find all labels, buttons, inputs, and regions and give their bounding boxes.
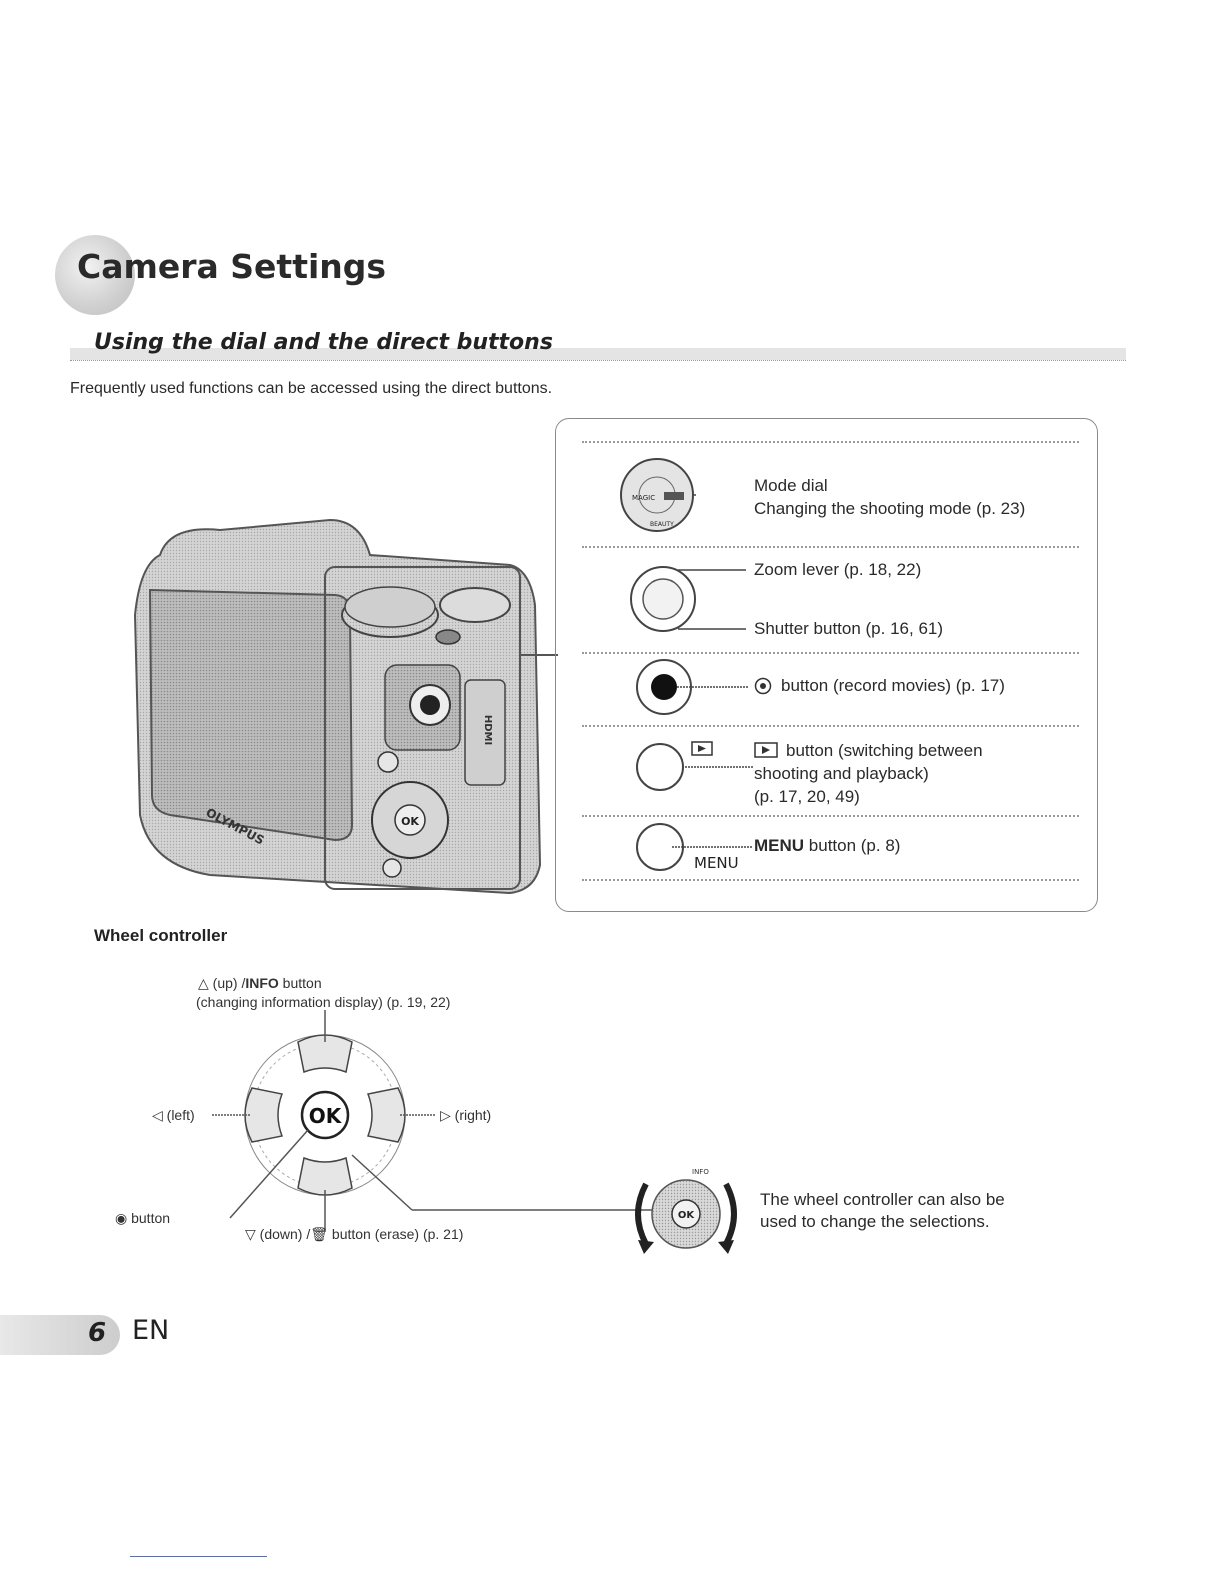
- playback-button: [377, 751, 399, 773]
- wheel-left-label: ◁ (left): [152, 1107, 195, 1123]
- playback-label-line2: shooting and playback): [754, 764, 929, 783]
- mode-dial-icon: MAGIC BEAUTY: [620, 458, 696, 532]
- wheel-controller-diagram: OK: [212, 1010, 660, 1232]
- menu-label-rest: button (p. 8): [804, 836, 901, 855]
- wheel-up-description: (changing information display) (p. 19, 2…: [196, 994, 451, 1010]
- svg-text:OK: OK: [678, 1210, 696, 1221]
- playback-button-icon: [636, 741, 754, 791]
- mode-dial-label: Mode dial: [754, 476, 828, 495]
- wheel-right-label: ▷ (right): [440, 1107, 492, 1123]
- highlight-box: [324, 566, 521, 890]
- shutter-button-label: Shutter button (p. 16, 61): [754, 619, 944, 638]
- movie-record-symbol-icon: [754, 677, 772, 695]
- left-triangle-icon: ◁: [152, 1107, 167, 1123]
- playback-label-line1: button (switching between: [786, 741, 983, 760]
- right-triangle-icon: ▷: [440, 1107, 455, 1123]
- wheel-note-line2: used to change the selections.: [760, 1212, 990, 1231]
- wheel-note-line1: The wheel controller can also be: [760, 1190, 1005, 1209]
- footer-rule: [130, 1556, 267, 1557]
- menu-button: [382, 858, 402, 878]
- shutter-zoom-icon: [630, 566, 746, 632]
- menu-button-label: MENU button (p. 8): [754, 835, 900, 857]
- page-title: Camera Settings: [77, 247, 387, 286]
- svg-text:INFO: INFO: [692, 1168, 709, 1176]
- svg-text:BEAUTY: BEAUTY: [650, 521, 674, 528]
- svg-text:MENU: MENU: [694, 854, 739, 872]
- ok-circle-icon: ◉: [115, 1210, 132, 1226]
- menu-button-icon: MENU: [636, 823, 752, 872]
- zoom-lever-label: Zoom lever (p. 18, 22): [754, 560, 922, 579]
- wheel-ok-label: OK: [401, 815, 419, 828]
- record-button-label: button (record movies) (p. 17): [781, 676, 1005, 695]
- trash-icon: 🗑: [310, 1226, 329, 1242]
- title-block: Camera Settings: [55, 225, 415, 325]
- page-number-block: 6: [0, 1310, 125, 1360]
- row-separator: [582, 725, 1079, 727]
- lcd-screen: [148, 588, 354, 842]
- hdmi-label: HDMI: [482, 715, 493, 745]
- wheel-left-pad: [244, 1087, 284, 1143]
- wheel-right-pad: [366, 1087, 406, 1143]
- playback-symbol-icon: [754, 742, 778, 758]
- row-separator: [582, 652, 1079, 654]
- row-separator: [582, 441, 1079, 443]
- wheel-down-label: ▽ (down) /🗑 button (erase) (p. 21): [245, 1226, 464, 1242]
- down-triangle-icon: ▽: [245, 1226, 260, 1242]
- up-triangle-icon: △: [198, 975, 213, 991]
- wheel-ok-button: [300, 1090, 350, 1140]
- section-title: Using the dial and the direct buttons: [94, 330, 553, 355]
- callout-panel: MAGIC BEAUTY Mode dial Changing the shoo…: [555, 418, 1098, 912]
- playback-label-line3: (p. 17, 20, 49): [754, 787, 860, 806]
- menu-label-bold: MENU: [754, 836, 805, 855]
- wheel-rotate-icon: INFO OK: [635, 1168, 737, 1254]
- camera-back-illustration: OLYMPUS OK HDMI: [133, 518, 558, 895]
- page-language: EN: [132, 1315, 170, 1346]
- wheel-note: The wheel controller can also be used to…: [760, 1189, 1005, 1233]
- wheel-up-label: △ (up) /INFO button: [198, 975, 322, 991]
- wheel-up-pad: [297, 1034, 353, 1074]
- page-number-tab: [0, 1315, 120, 1355]
- svg-text:MAGIC: MAGIC: [632, 494, 655, 502]
- mode-dial-description: Changing the shooting mode (p. 23): [754, 499, 1026, 518]
- row-separator: [582, 879, 1079, 881]
- section-heading-band: Using the dial and the direct buttons: [70, 330, 1126, 361]
- page-number: 6: [88, 1318, 107, 1348]
- record-button-icon: [636, 659, 749, 715]
- row-separator: [582, 546, 1079, 548]
- shutter-button-top: [439, 587, 511, 623]
- intro-text: Frequently used functions can be accesse…: [70, 380, 553, 397]
- title-decoration-circle: [55, 235, 135, 315]
- row-separator: [582, 815, 1079, 817]
- wheel-down-pad: [297, 1156, 353, 1196]
- svg-text:OK: OK: [309, 1104, 343, 1128]
- wheel-controller-heading: Wheel controller: [94, 926, 228, 945]
- wheel-ok-button-label: ◉ button: [115, 1210, 171, 1226]
